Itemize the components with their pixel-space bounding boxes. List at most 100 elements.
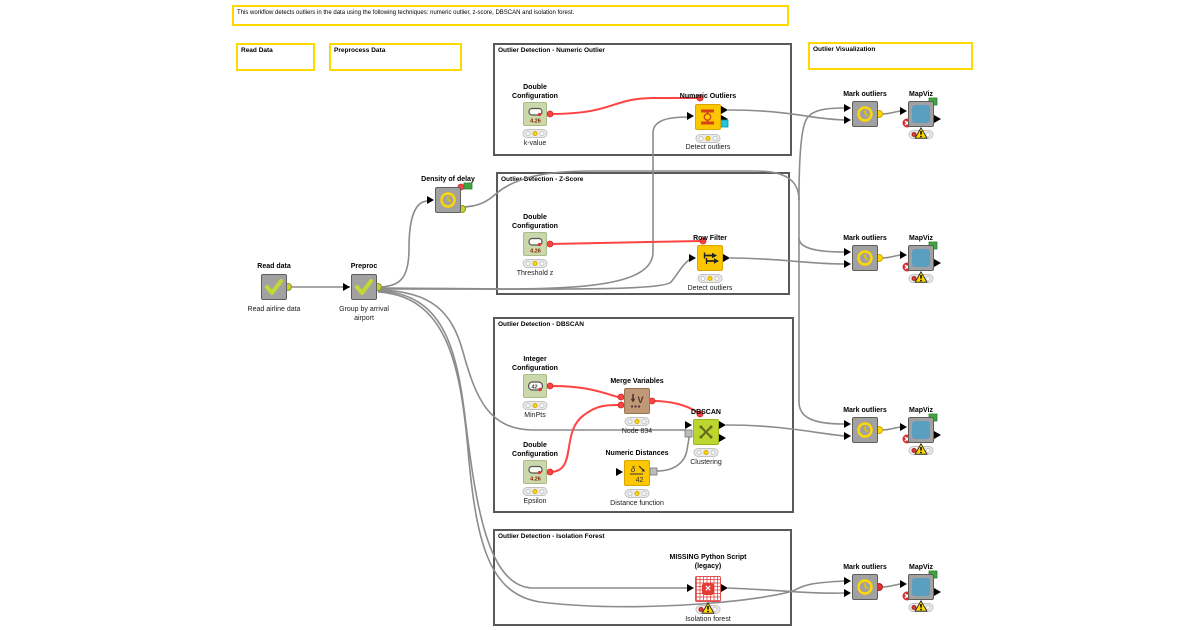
node-title: Numeric Distances [605, 450, 669, 457]
frame-numeric-outlier[interactable]: Outlier Detection - Numeric Outlier [493, 43, 792, 156]
data-ports[interactable] [343, 104, 941, 597]
node-label: Detect outliers [687, 285, 733, 292]
node-title: Preproc [350, 263, 378, 270]
node-mapviz-3[interactable] [908, 417, 934, 443]
node-density-of-delay[interactable] [435, 187, 461, 213]
frame-isolation-forest[interactable]: Outlier Detection - Isolation Forest [493, 529, 792, 626]
node-mapviz-4[interactable] [908, 574, 934, 600]
node-title: DBSCAN [691, 409, 721, 416]
node-label: Read airline data [247, 306, 301, 313]
map-icon [912, 578, 930, 596]
map-icon [912, 249, 930, 267]
node-mark-outliers-1[interactable] [852, 101, 878, 127]
node-mapviz-2[interactable] [908, 245, 934, 271]
node-mapviz-1[interactable] [908, 101, 934, 127]
svg-text:42: 42 [636, 477, 644, 484]
traffic-light [624, 489, 650, 498]
annotation-title: Preprocess Data [334, 47, 386, 54]
svg-text:4.26: 4.26 [530, 249, 541, 255]
svg-text:4.26: 4.26 [530, 477, 541, 483]
check-icon [265, 279, 283, 295]
node-title: Double Configuration [512, 84, 558, 101]
summary-port[interactable] [720, 119, 729, 128]
node-title: Read data [257, 263, 291, 270]
clock-icon [857, 579, 873, 595]
node-merge-variables[interactable]: V [624, 388, 650, 414]
traffic-light [624, 417, 650, 426]
node-title: MISSING Python Script (legacy) [669, 554, 747, 571]
row-filter-icon [703, 252, 719, 264]
node-double-configuration-z[interactable]: 4.26 [523, 232, 547, 256]
frame-zscore[interactable]: Outlier Detection - Z-Score [496, 172, 790, 295]
node-dbscan[interactable] [693, 419, 719, 445]
node-title: Double Configuration [512, 442, 558, 459]
node-label: Isolation forest [685, 616, 731, 623]
annotation-text: This workflow detects outliers in the da… [237, 10, 575, 16]
node-title: Mark outliers [843, 91, 887, 98]
warning-icon [914, 270, 928, 288]
map-icon [912, 421, 930, 439]
node-mark-outliers-2[interactable] [852, 245, 878, 271]
distance-ports[interactable] [649, 429, 693, 476]
workflow-description-annotation[interactable]: This workflow detects outliers in the da… [232, 5, 789, 26]
traffic-light [693, 448, 719, 457]
numeric-distances-icon: δ42 [630, 465, 645, 484]
node-preproc[interactable] [351, 274, 377, 300]
node-mark-outliers-3[interactable] [852, 417, 878, 443]
node-label: MinPts [524, 412, 546, 419]
node-integer-configuration[interactable]: 42 [523, 374, 547, 398]
node-label: Node 834 [621, 428, 653, 435]
warning-icon [914, 126, 928, 144]
node-title: Double Configuration [512, 214, 558, 231]
traffic-light [697, 274, 723, 283]
numeric-outliers-icon [701, 109, 714, 125]
annotation-title: Read Data [241, 47, 273, 54]
frame-dbscan[interactable]: Outlier Detection - DBSCAN [493, 317, 794, 513]
double-config-icon: 4.26 [528, 465, 543, 483]
traffic-light [522, 401, 548, 410]
flow-variable-ports[interactable] [457, 94, 707, 476]
annotation-outlier-visualization[interactable]: Outlier Visualization [808, 42, 973, 70]
warning-icon [914, 599, 928, 617]
node-title: Density of delay [421, 176, 475, 183]
clock-icon [857, 250, 873, 266]
double-config-icon: 4.26 [528, 237, 543, 255]
node-title: Mark outliers [843, 235, 887, 242]
merge-variables-icon: V [630, 394, 644, 408]
svg-text:δ: δ [631, 465, 636, 474]
dbscan-icon [699, 425, 713, 439]
node-title: Merge Variables [610, 378, 664, 385]
node-numeric-outliers[interactable] [695, 104, 721, 130]
traffic-light [522, 487, 548, 496]
annotation-preprocess-data[interactable]: Preprocess Data [329, 43, 462, 71]
error-badges [901, 117, 913, 602]
node-read-data[interactable] [261, 274, 287, 300]
svg-text:42: 42 [531, 385, 537, 391]
node-label: k-value [523, 140, 547, 147]
clock-icon [440, 192, 456, 208]
frame-title: Outlier Detection - DBSCAN [498, 321, 584, 328]
node-label: Detect outliers [685, 144, 731, 151]
clock-icon [857, 422, 873, 438]
node-python-script-missing[interactable]: ✕ [695, 576, 721, 602]
frame-title: Outlier Detection - Numeric Outlier [498, 47, 605, 54]
traffic-light [695, 134, 721, 143]
node-double-configuration-k[interactable]: 4.26 [523, 102, 547, 126]
annotation-read-data[interactable]: Read Data [236, 43, 315, 71]
node-row-filter[interactable] [697, 245, 723, 271]
node-mark-outliers-4[interactable] [852, 574, 878, 600]
annotation-title: Outlier Visualization [813, 46, 876, 53]
node-title: Mark outliers [843, 407, 887, 414]
node-title: Mark outliers [843, 564, 887, 571]
check-icon [355, 279, 373, 295]
missing-node-badge: ✕ [702, 583, 714, 595]
node-title: Numeric Outliers [679, 93, 737, 100]
node-title: Row Filter [693, 235, 727, 242]
warning-icon [701, 601, 715, 619]
node-title: MapViz [909, 564, 933, 571]
double-config-icon: 4.26 [528, 107, 543, 125]
node-double-configuration-eps[interactable]: 4.26 [523, 460, 547, 484]
